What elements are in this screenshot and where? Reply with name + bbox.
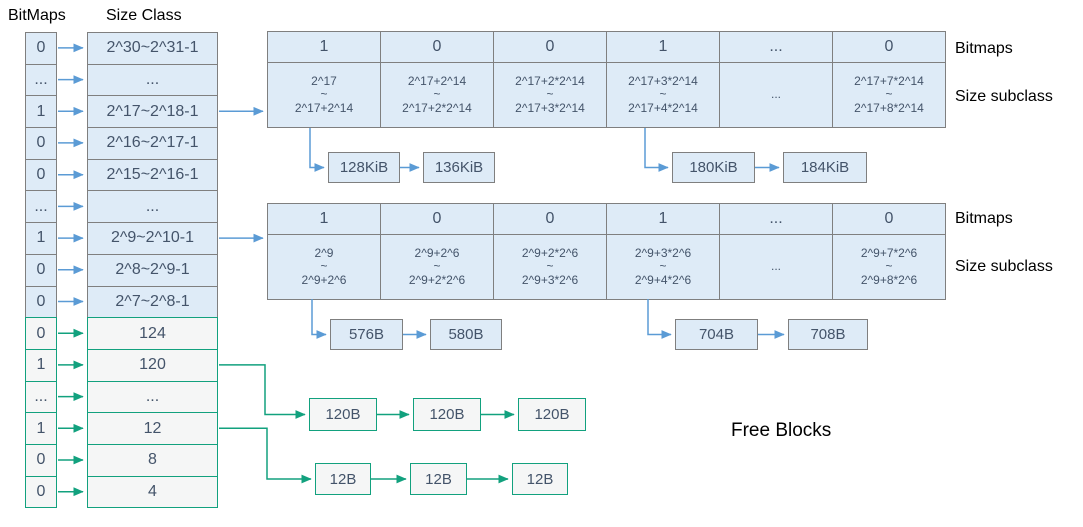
bitmap-column: 0 ... 1 0 0 ... 1 0 0 0 1 ... 1 0 0 <box>25 32 57 509</box>
subclass-table-2-9: 1 0 0 1 ... 0 2^9~2^9+2^6 2^9+2^6~2^9+2*… <box>267 203 946 300</box>
size-class-cell: 2^30~2^31-1 <box>87 32 218 65</box>
subclass-bit-cell: 1 <box>607 32 720 63</box>
subclass-bit-cell: ... <box>720 204 833 235</box>
subclass-range-cell: 2^17~2^17+2^14 <box>268 63 381 128</box>
size-class-cell: 2^17~2^18-1 <box>87 95 218 129</box>
bitmap-cell: 0 <box>25 285 57 319</box>
size-class-column: 2^30~2^31-1 ... 2^17~2^18-1 2^16~2^17-1 … <box>87 32 218 509</box>
free-block-box: 704B <box>675 319 758 350</box>
size-class-cell: 2^7~2^8-1 <box>87 285 218 319</box>
size-subclass-row-label: Size subclass <box>955 258 1053 275</box>
size-class-cell: 2^16~2^17-1 <box>87 127 218 160</box>
bitmaps-row-label: Bitmaps <box>955 40 1013 57</box>
free-block-box: 120B <box>518 398 586 431</box>
bitmaps-row-label: Bitmaps <box>955 210 1013 227</box>
size-class-cell: 124 <box>87 317 218 350</box>
size-class-cell: ... <box>87 63 218 97</box>
subclass-bit-cell: 0 <box>381 204 494 235</box>
free-block-box: 136KiB <box>423 152 495 183</box>
bitmap-cell: 0 <box>25 158 57 192</box>
subclass-range-cell: 2^9+3*2^6~2^9+4*2^6 <box>607 235 720 300</box>
subclass-range-cell: ... <box>720 235 833 300</box>
free-block-box: 12B <box>315 463 371 495</box>
bitmap-cell: 0 <box>25 32 57 65</box>
table-drop-arrow <box>644 128 669 172</box>
bitmap-cell: 1 <box>25 412 57 445</box>
table-drop-arrow <box>647 299 672 339</box>
subclass-range-cell: 2^17+7*2^14~2^17+8*2^14 <box>833 63 946 128</box>
subclass-range-cell: 2^17+3*2^14~2^17+4*2^14 <box>607 63 720 128</box>
size-class-cell: ... <box>87 380 218 414</box>
free-blocks-label: Free Blocks <box>731 420 832 441</box>
bitmap-cell: 0 <box>25 443 57 477</box>
size-subclass-row-label: Size subclass <box>955 88 1053 105</box>
subclass-bit-cell: 0 <box>833 204 946 235</box>
bitmap-cell: 0 <box>25 317 57 350</box>
bitmaps-column-header: BitMaps <box>8 7 66 24</box>
bitmap-cell: 1 <box>25 222 57 255</box>
subclass-bit-cell: ... <box>720 32 833 63</box>
size-class-column-header: Size Class <box>106 7 182 24</box>
subclass-range-cell: 2^9~2^9+2^6 <box>268 235 381 300</box>
size-class-cell: 2^15~2^16-1 <box>87 158 218 192</box>
bitmap-cell: ... <box>25 380 57 414</box>
table-drop-arrow <box>309 128 325 172</box>
free-block-box: 12B <box>410 463 467 495</box>
free-block-box: 128KiB <box>328 152 400 183</box>
subclass-range-cell: 2^9+7*2^6~2^9+8*2^6 <box>833 235 946 300</box>
size-class-cell: 2^9~2^10-1 <box>87 222 218 255</box>
subclass-bit-cell: 1 <box>607 204 720 235</box>
free-block-box: 120B <box>309 398 377 431</box>
size-class-cell: 12 <box>87 412 218 445</box>
free-block-box: 576B <box>330 319 403 350</box>
bitmap-cell: 1 <box>25 95 57 129</box>
subclass-range-cell: 2^17+2^14~2^17+2*2^14 <box>381 63 494 128</box>
subclass-range-cell: ... <box>720 63 833 128</box>
bitmap-cell: ... <box>25 190 57 224</box>
size-class-cell: 120 <box>87 348 218 382</box>
free-block-box: 180KiB <box>672 152 755 183</box>
size-class-cell: 8 <box>87 443 218 477</box>
free-block-box: 120B <box>413 398 481 431</box>
bitmap-cell: 0 <box>25 127 57 160</box>
free-block-box: 708B <box>788 319 868 350</box>
subclass-bit-cell: 1 <box>268 32 381 63</box>
size-class-cell: ... <box>87 190 218 224</box>
bitmap-cell: 1 <box>25 348 57 382</box>
subclass-table-2-17: 1 0 0 1 ... 0 2^17~2^17+2^14 2^17+2^14~2… <box>267 31 946 128</box>
subclass-bit-cell: 0 <box>494 204 607 235</box>
free-block-box: 184KiB <box>783 152 867 183</box>
subclass-bit-cell: 1 <box>268 204 381 235</box>
subclass-range-cell: 2^9+2^6~2^9+2*2^6 <box>381 235 494 300</box>
bitmap-cell: 0 <box>25 475 57 509</box>
subclass-bit-cell: 0 <box>833 32 946 63</box>
free-block-box: 580B <box>430 319 502 350</box>
free-list-connector-arrow <box>219 364 306 419</box>
size-class-cell: 4 <box>87 475 218 509</box>
free-list-connector-arrow <box>219 427 312 484</box>
subclass-range-cell: 2^17+2*2^14~2^17+3*2^14 <box>494 63 607 128</box>
subclass-bit-cell: 0 <box>381 32 494 63</box>
free-block-box: 12B <box>512 463 568 495</box>
size-class-cell: 2^8~2^9-1 <box>87 253 218 287</box>
table-drop-arrow <box>311 299 327 339</box>
subclass-bit-cell: 0 <box>494 32 607 63</box>
bitmap-cell: 0 <box>25 253 57 287</box>
subclass-range-cell: 2^9+2*2^6~2^9+3*2^6 <box>494 235 607 300</box>
bitmap-cell: ... <box>25 63 57 97</box>
